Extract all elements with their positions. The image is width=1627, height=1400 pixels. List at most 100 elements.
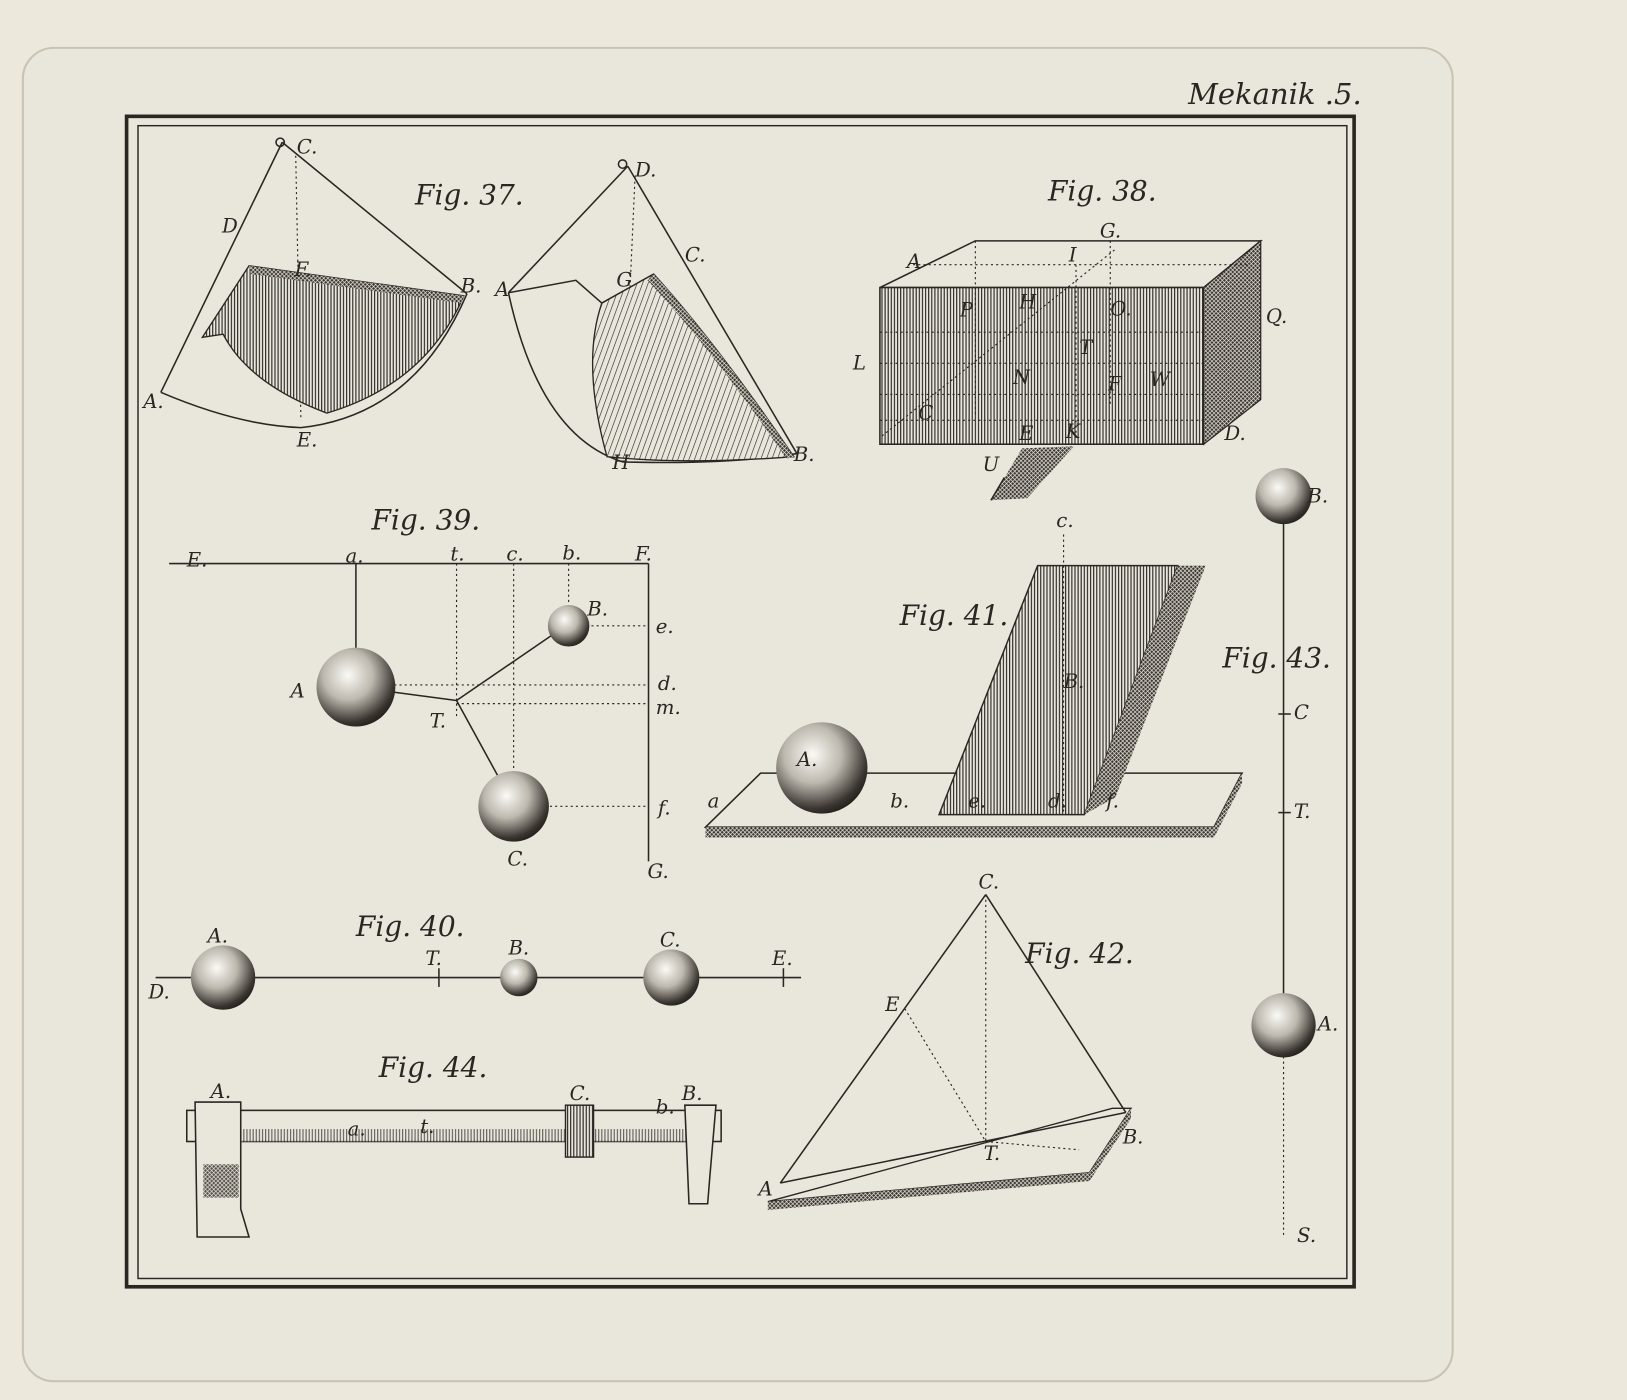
figure-caption: Fig. 39. xyxy=(370,503,480,536)
label: B. xyxy=(1122,1126,1144,1149)
label: B. xyxy=(681,1082,703,1105)
label: D. xyxy=(147,980,169,1003)
label: e. xyxy=(656,615,674,638)
label: C xyxy=(1294,701,1309,724)
label: c. xyxy=(506,542,523,565)
label: T. xyxy=(425,947,442,970)
figure-caption: Fig. 44. xyxy=(378,1051,488,1084)
figure-40: Fig. 40. A. T. B. C. E. D. xyxy=(147,910,802,1010)
label: F xyxy=(1107,372,1123,395)
page-title: Mekanik .5. xyxy=(1187,77,1362,111)
sphere-a xyxy=(1251,993,1316,1058)
label: S. xyxy=(1297,1224,1316,1247)
label: D xyxy=(221,215,238,238)
label: m. xyxy=(656,696,681,719)
label: O. xyxy=(1110,298,1131,321)
label: G. xyxy=(1100,220,1121,243)
label: a. xyxy=(348,1117,366,1140)
figure-37: Fig. 37. C. D F. B. A. E. D. C. A G H B. xyxy=(141,136,814,474)
label: W xyxy=(1150,368,1172,391)
label: B. xyxy=(586,597,608,620)
label: t. xyxy=(450,542,464,565)
label: K xyxy=(1065,420,1082,443)
sphere-c xyxy=(643,949,700,1006)
label: A xyxy=(757,1177,773,1200)
label: D. xyxy=(634,159,656,182)
label: E. xyxy=(186,549,208,572)
figure-caption: Fig. 38. xyxy=(1047,174,1157,207)
label: F. xyxy=(294,258,312,281)
label: C xyxy=(918,401,933,424)
sphere-a xyxy=(776,722,868,814)
sphere-a xyxy=(316,647,396,727)
figure-caption: Fig. 37. xyxy=(414,179,524,212)
label: B. xyxy=(460,275,482,298)
sphere-a xyxy=(190,945,256,1010)
label: C. xyxy=(570,1082,591,1105)
label: B. xyxy=(1306,484,1328,507)
label: f. xyxy=(656,797,671,820)
label: T. xyxy=(1294,800,1311,823)
label: C. xyxy=(660,928,681,951)
figure-38: Fig. 38. G. A I P H O. Q. L T N F W C E … xyxy=(852,174,1287,501)
label: f. xyxy=(1104,789,1119,812)
label: U xyxy=(983,453,1001,476)
label: Q. xyxy=(1266,305,1287,328)
label: B. xyxy=(507,937,529,960)
figure-42: Fig. 42. C. E T. B. A xyxy=(757,870,1144,1210)
label: N xyxy=(1012,366,1031,389)
label: C. xyxy=(978,870,999,893)
label: A. xyxy=(795,748,818,771)
label: I xyxy=(1068,244,1078,267)
label: t. xyxy=(420,1115,434,1138)
figure-44: Fig. 44. A. C. B. b. a. t. xyxy=(185,1051,722,1238)
label: c. xyxy=(1056,509,1073,532)
label: T. xyxy=(984,1142,1001,1165)
label: A xyxy=(493,278,509,301)
figure-41: Fig. 41. c. B. A. a b. e. d. f. xyxy=(703,509,1244,838)
label: F. xyxy=(634,542,652,565)
label: E xyxy=(884,993,900,1016)
sphere-b xyxy=(1255,468,1312,525)
label: E. xyxy=(771,947,793,970)
figure-43: Fig. 43. B. C T. A. S. xyxy=(1221,468,1338,1247)
label: e. xyxy=(968,789,986,812)
label: A. xyxy=(206,924,229,947)
figure-caption: Fig. 42. xyxy=(1024,937,1134,970)
label: D. xyxy=(1223,422,1245,445)
label: A. xyxy=(1316,1012,1339,1035)
sphere-b xyxy=(500,958,538,997)
label: A. xyxy=(209,1080,232,1103)
sphere-c xyxy=(478,771,549,842)
sphere-b xyxy=(547,605,590,647)
label: H xyxy=(1018,290,1037,313)
label: L xyxy=(852,352,866,375)
label: P xyxy=(959,299,974,322)
label: G. xyxy=(647,860,668,883)
label: C. xyxy=(507,848,528,871)
label: T xyxy=(1079,336,1094,359)
figure-39: Fig. 39. E. a. t. c. b. F. B. e. A d. m.… xyxy=(169,503,681,883)
label: d. xyxy=(658,672,677,695)
figure-caption: Fig. 43. xyxy=(1221,641,1331,674)
label: E. xyxy=(296,428,318,451)
figure-caption: Fig. 41. xyxy=(899,599,1009,632)
label: b. xyxy=(656,1095,675,1118)
label: G xyxy=(616,269,632,292)
label: A xyxy=(289,679,305,702)
label: b. xyxy=(562,541,581,564)
label: E xyxy=(1018,422,1034,445)
label: B. xyxy=(1063,670,1085,693)
plate-frame xyxy=(124,114,1356,1289)
label: A xyxy=(905,250,921,273)
label: B. xyxy=(793,443,815,466)
figure-caption: Fig. 40. xyxy=(355,910,465,943)
label: b. xyxy=(890,789,909,812)
label: C. xyxy=(297,136,318,159)
label: d. xyxy=(1048,789,1067,812)
label: H xyxy=(611,451,630,474)
label: a xyxy=(708,789,720,812)
label: A. xyxy=(141,390,164,413)
label: a. xyxy=(346,545,364,568)
